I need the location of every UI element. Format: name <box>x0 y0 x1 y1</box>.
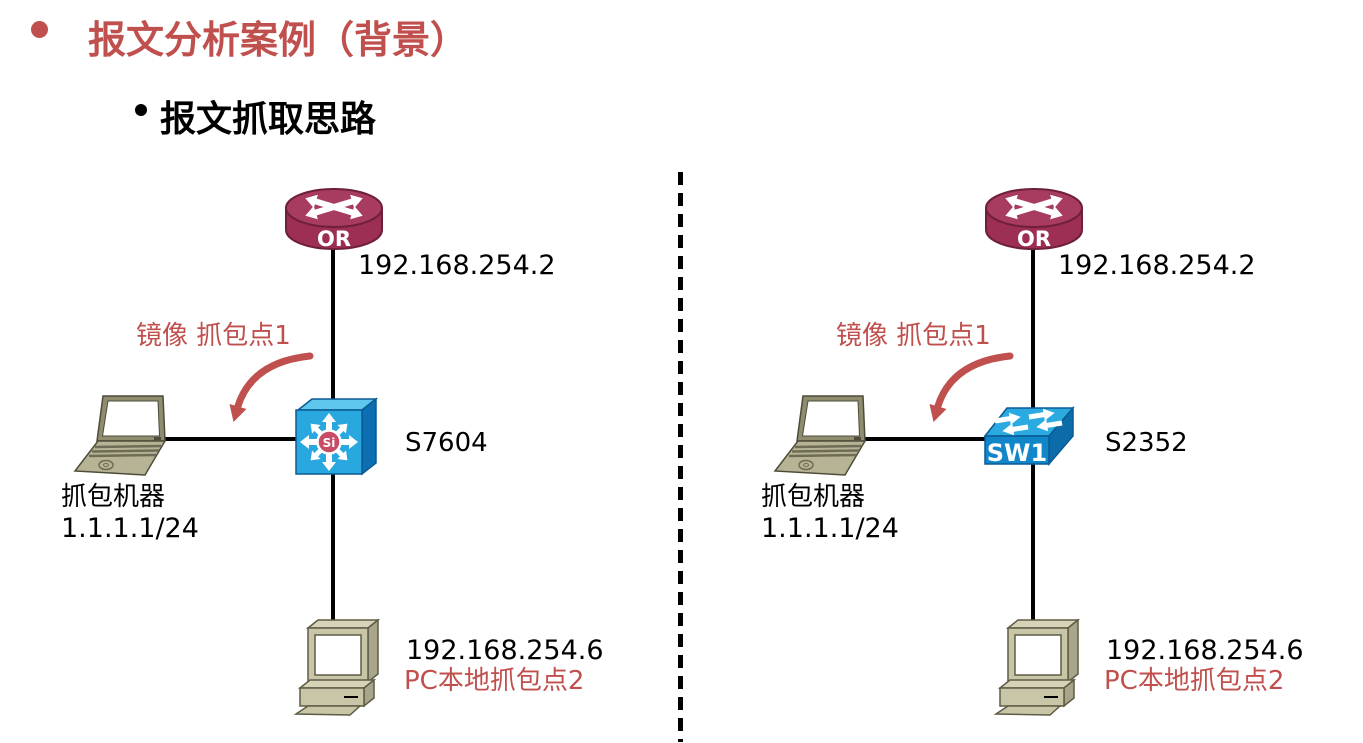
workgroup-switch-icon: SW1 <box>983 405 1075 467</box>
laptop-icon <box>773 395 867 476</box>
capture-host-ip: 1.1.1.1/24 <box>761 513 899 544</box>
pc-capture-point-label: PC本地抓包点2 <box>1104 666 1285 696</box>
switch-arrows-glyph <box>994 408 1063 436</box>
link-switch-pc <box>1031 462 1035 624</box>
router-icon: OR <box>285 188 383 251</box>
link-switch-pc <box>331 474 335 624</box>
curved-arrow-icon <box>929 352 1014 422</box>
laptop-icon <box>73 395 167 476</box>
topology-diagram-left: OR 192.168.254.2 镜像 抓包点1 抓包机器 1.1.1.1/24 <box>61 188 604 716</box>
curved-arrow-icon <box>229 352 314 422</box>
capture-host-name: 抓包机器 <box>761 482 866 512</box>
switch-badge-label: SW1 <box>987 439 1047 467</box>
link-laptop-switch <box>164 437 297 441</box>
mirror-capture-point-label: 镜像 抓包点1 <box>136 321 291 351</box>
multilayer-switch-icon: Si <box>295 397 379 476</box>
link-router-switch <box>331 248 335 401</box>
link-laptop-switch <box>860 437 987 441</box>
pc-ip-label: 192.168.254.6 <box>1106 635 1304 666</box>
router-name-label: OR <box>317 227 351 251</box>
page-title: 报文分析案例（背景） <box>88 18 469 62</box>
link-router-switch <box>1031 248 1035 409</box>
pc-capture-point-label: PC本地抓包点2 <box>404 666 585 696</box>
mirror-capture-point-label: 镜像 抓包点1 <box>836 321 991 351</box>
router-arrows-glyph <box>1005 194 1063 220</box>
page-subtitle: 报文抓取思路 <box>160 99 377 140</box>
router-ip-label: 192.168.254.2 <box>358 250 556 281</box>
dashed-divider-line <box>678 172 683 742</box>
switch-model-label: S7604 <box>405 428 488 458</box>
pc-ip-label: 192.168.254.6 <box>406 635 604 666</box>
capture-host-name: 抓包机器 <box>61 482 166 512</box>
topology-diagram-right: OR 192.168.254.2 镜像 抓包点1 抓包机器 1.1.1.1/24 <box>700 0 1363 743</box>
router-arrows-glyph <box>305 194 363 220</box>
desktop-pc-icon <box>993 618 1081 716</box>
capture-host-ip: 1.1.1.1/24 <box>61 513 199 544</box>
switch-badge-label: Si <box>323 436 336 450</box>
router-ip-label: 192.168.254.2 <box>1058 250 1256 281</box>
desktop-pc-icon <box>293 618 381 716</box>
title-bullet <box>31 21 48 38</box>
router-name-label: OR <box>1017 227 1051 251</box>
router-icon: OR <box>985 188 1083 251</box>
subtitle-bullet <box>135 104 147 116</box>
switch-model-label: S2352 <box>1105 428 1188 458</box>
